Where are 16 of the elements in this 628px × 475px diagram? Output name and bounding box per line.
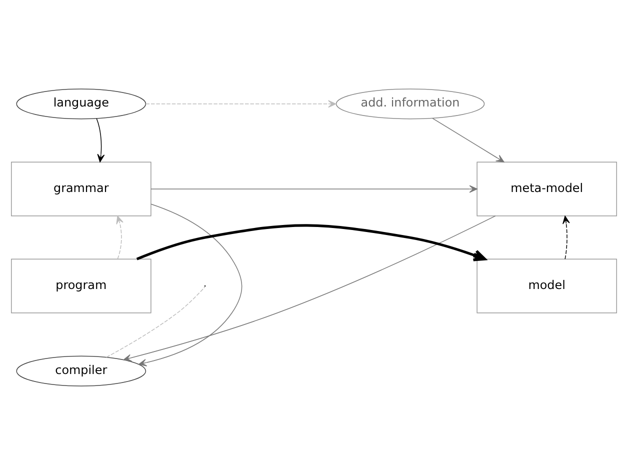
arrow: [562, 216, 570, 260]
node-ellipse: language: [16, 88, 146, 120]
connector: [106, 286, 206, 358]
node-box: model: [476, 258, 617, 314]
arrow: [138, 204, 242, 366]
arrow: [136, 224, 486, 262]
arrow: [145, 100, 336, 108]
node-box: meta-model: [476, 162, 617, 216]
arrow: [96, 118, 105, 162]
node-box: grammar: [11, 162, 152, 216]
arrow: [150, 185, 478, 193]
arrow: [123, 216, 496, 362]
arrow: [432, 118, 504, 162]
node-ellipse: add. information: [336, 88, 485, 120]
node-box: program: [11, 258, 152, 314]
arrow: [116, 216, 124, 260]
